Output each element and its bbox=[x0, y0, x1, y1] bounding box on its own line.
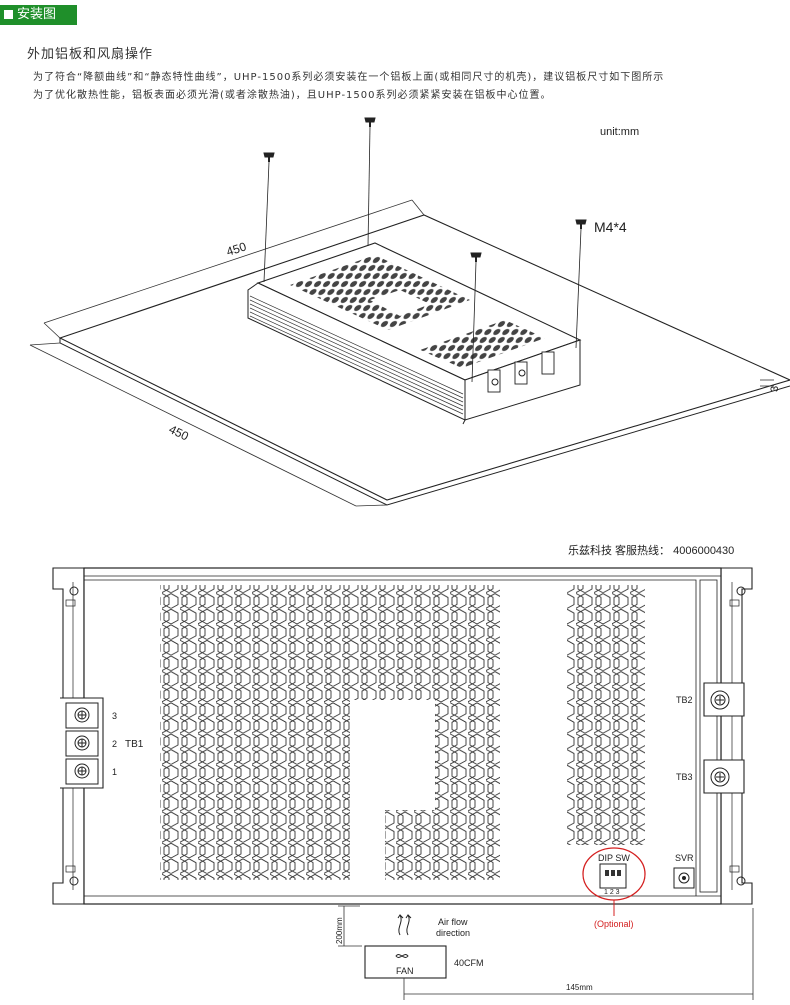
square-icon bbox=[4, 10, 13, 19]
tb1-pin-2: 2 bbox=[112, 739, 117, 749]
dip-sw-label: DIP SW bbox=[598, 853, 630, 863]
note-line-1: 为了符合“降额曲线”和“静态特性曲线”，UHP-1500系列必须安装在一个铝板上… bbox=[33, 72, 665, 83]
airflow-icon bbox=[397, 914, 412, 936]
dist-vert-label: 200mm bbox=[335, 917, 344, 944]
hotline: 乐兹科技 客服热线： 4006000430 bbox=[568, 543, 734, 557]
tb1-block bbox=[60, 697, 104, 789]
hex-vent-left bbox=[160, 585, 500, 880]
airflow-line-2: direction bbox=[436, 928, 470, 938]
screw-icon-1 bbox=[364, 117, 376, 247]
screw-icon-2 bbox=[263, 152, 275, 283]
dim-left-label: 450 bbox=[167, 422, 191, 444]
tb3-block bbox=[703, 759, 745, 794]
mount-hole-br bbox=[736, 876, 746, 886]
section-badge: 安装图 bbox=[0, 5, 77, 25]
hex-vent-right bbox=[567, 585, 645, 845]
unit-label: unit:mm bbox=[600, 126, 639, 138]
optional-label: (Optional) bbox=[594, 919, 634, 929]
fan-label: FAN bbox=[396, 966, 414, 976]
tb1-label: TB1 bbox=[125, 739, 144, 750]
screw-icon-4 bbox=[575, 219, 587, 349]
airflow-line-1: Air flow bbox=[438, 917, 468, 927]
terminal-screw-icon bbox=[74, 707, 90, 779]
screw-label: M4*4 bbox=[594, 219, 627, 235]
mount-hole-bl bbox=[69, 876, 79, 886]
dip-pins: 1 2 3 bbox=[604, 889, 620, 896]
cfm-label: 40CFM bbox=[454, 958, 484, 968]
heading: 外加铝板和风扇操作 bbox=[27, 47, 154, 62]
mount-hole-tl bbox=[69, 586, 79, 596]
fan-icon bbox=[395, 954, 409, 958]
fan-box bbox=[364, 945, 447, 979]
tb3-label: TB3 bbox=[676, 772, 693, 782]
iso-dimensions bbox=[29, 199, 774, 507]
dip-switch bbox=[599, 863, 627, 889]
tb2-block bbox=[703, 682, 745, 717]
dim-top-label: 450 bbox=[225, 239, 249, 259]
iso-screws bbox=[263, 117, 587, 383]
svr-label: SVR bbox=[675, 853, 694, 863]
svr-trimmer bbox=[673, 867, 695, 889]
mount-hole-tr bbox=[736, 586, 746, 596]
dist-horiz-label: 145mm bbox=[566, 983, 593, 992]
fan-dimensions bbox=[338, 905, 754, 1000]
section-badge-label: 安装图 bbox=[17, 7, 57, 22]
note-line-2: 为了优化散热性能，铝板表面必须光滑(或者涂散热油)，且UHP-1500系列必须紧… bbox=[33, 90, 552, 101]
tb2-label: TB2 bbox=[676, 695, 693, 705]
tb1-pin-3: 3 bbox=[112, 711, 117, 721]
tb1-pin-1: 1 bbox=[112, 767, 117, 777]
thickness-label: 3 bbox=[769, 386, 781, 392]
iso-psu bbox=[247, 242, 582, 425]
screw-icon-3 bbox=[470, 252, 482, 383]
